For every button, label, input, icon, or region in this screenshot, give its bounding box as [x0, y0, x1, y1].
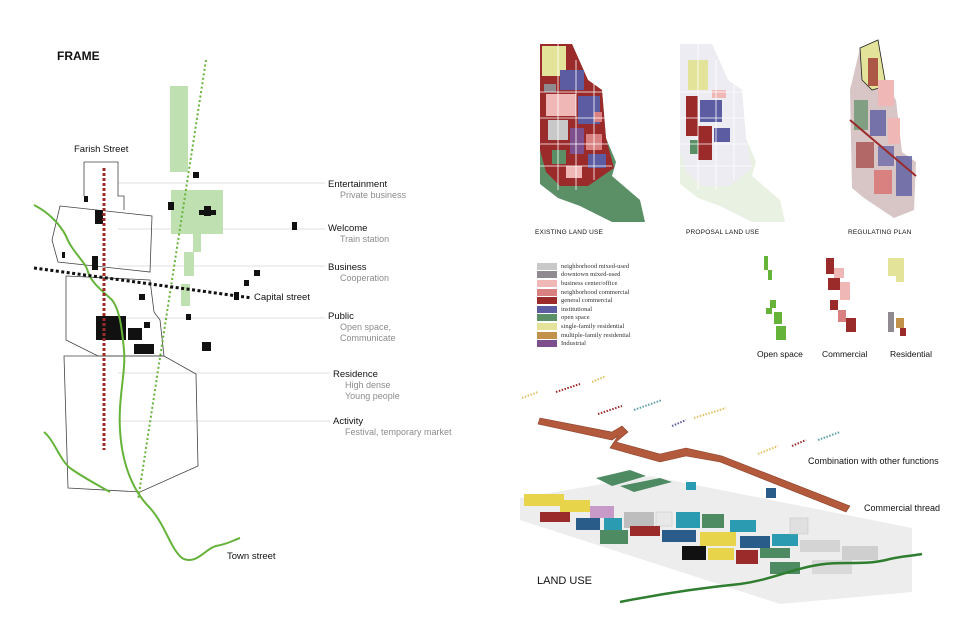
land-use-title: LAND USE [537, 575, 593, 587]
legend-row: Industrial [537, 339, 631, 348]
existing-map-caption: EXISTING LAND USE [535, 229, 604, 236]
layer-subtitle: Private business [340, 190, 407, 200]
legend-row: business center/office [537, 279, 631, 288]
legend-swatch [537, 297, 557, 305]
existing-land-use-map [540, 44, 645, 222]
legend-label: Industrial [561, 340, 586, 348]
legend-label: institutional [561, 305, 593, 313]
legend-label: business center/office [561, 279, 618, 287]
layer-title: Residence [333, 369, 378, 380]
layer-subtitle: Open space, [340, 322, 392, 332]
legend-label: neighborhood commercial [561, 288, 630, 296]
layer-subtitle: Festival, temporary market [345, 427, 452, 437]
layer-title: Activity [333, 416, 364, 427]
legend-swatch [537, 340, 557, 348]
proposal-land-use-map [680, 44, 785, 222]
legend-label: neighborhood mixed-used [561, 262, 630, 270]
regulating-map-caption: REGULATING PLAN [848, 229, 912, 236]
commercial-mini-map [826, 258, 856, 332]
layer-subtitle: High dense [345, 380, 391, 390]
legend-swatch [537, 279, 557, 287]
town-street-label: Town street [227, 551, 276, 562]
layer-welcome: Welcome Train station [328, 223, 389, 245]
legend-row: multiple-family residential [537, 331, 631, 340]
capital-street-line [33, 266, 253, 300]
residential-mini-map [888, 258, 906, 336]
layer-activity: Activity Festival, temporary market [333, 416, 452, 438]
commercial-thread [537, 417, 851, 513]
layer-subtitle: Cooperation [340, 273, 390, 283]
streams [33, 204, 241, 561]
axon-stream [619, 552, 923, 604]
layer-business: Business Cooperation [328, 262, 389, 284]
layer-title: Business [328, 262, 367, 273]
layer-public: Public Open space, Communicate [328, 311, 396, 344]
open-space-caption: Open space [757, 349, 803, 359]
open-space-mini-map [764, 256, 786, 340]
legend-row: neighborhood commercial [537, 288, 631, 297]
legend-swatch [537, 331, 557, 339]
legend-swatch [537, 288, 557, 296]
legend-label: open space [561, 314, 590, 322]
layer-entertainment: Entertainment Private business [328, 179, 406, 201]
legend-row: general commercial [537, 296, 631, 305]
commercial-caption: Commercial [822, 349, 868, 359]
frame-title: FRAME [57, 49, 100, 63]
legend-row: neighborhood mixed-used [537, 262, 631, 271]
legend-row: downtown mixed-used [537, 271, 631, 280]
layer-subtitle: Train station [340, 234, 390, 244]
axon-base [520, 470, 912, 604]
legend-swatch [537, 305, 557, 313]
legend-label: multiple-family residential [561, 331, 631, 339]
legend-label: general commercial [561, 297, 613, 305]
residential-caption: Residential [890, 349, 933, 359]
legend-swatch [537, 314, 557, 322]
legend-swatch [537, 322, 557, 330]
layer-residence: Residence High dense Young people [333, 369, 400, 402]
legend-label: downtown mixed-used [561, 271, 621, 279]
layer-subtitle: Young people [345, 391, 400, 401]
layer-guide-lines [118, 182, 330, 422]
layer-title: Entertainment [328, 179, 388, 190]
capital-street-label: Capital street [254, 292, 310, 303]
regulating-plan-map [849, 39, 917, 218]
farish-street-label: Farish Street [74, 144, 129, 155]
layer-title: Welcome [328, 223, 368, 234]
legend-label: single-family residential [561, 322, 625, 330]
legend-row: open space [537, 314, 631, 323]
legend-swatch [537, 271, 557, 279]
layer-title: Public [328, 311, 354, 322]
combination-label: Combination with other functions [808, 456, 939, 466]
layer-subtitle: Communicate [340, 333, 396, 343]
legend-row: single-family residential [537, 322, 631, 331]
floating-functions [521, 375, 841, 455]
legend-swatch [537, 262, 557, 270]
commercial-thread-label: Commercial thread [864, 503, 941, 513]
legend-row: institutional [537, 305, 631, 314]
proposal-map-caption: PROPOSAL LAND USE [686, 229, 760, 236]
